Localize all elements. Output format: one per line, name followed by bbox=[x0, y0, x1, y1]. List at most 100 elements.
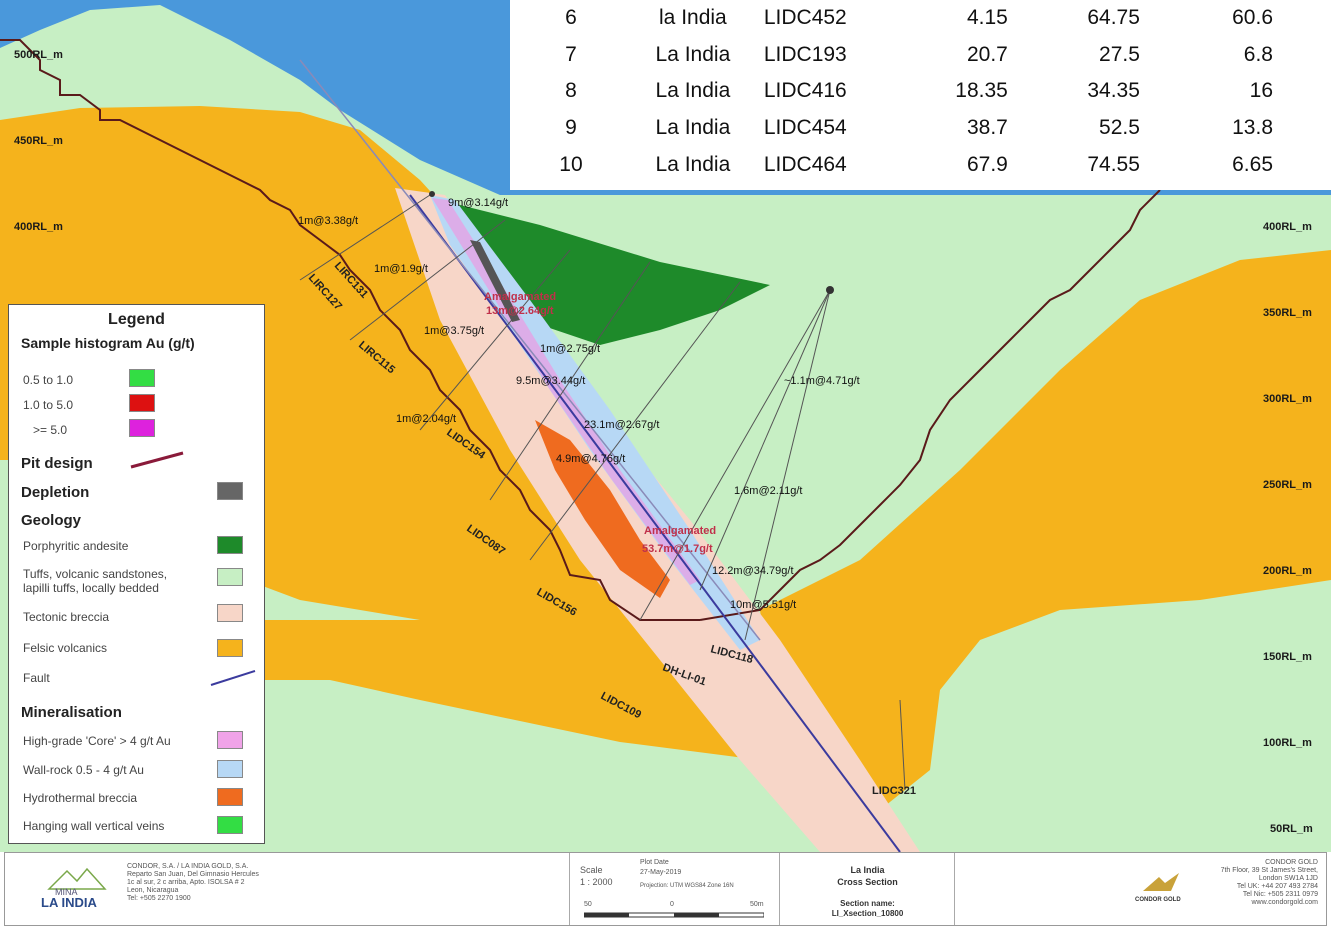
geology-title: Geology bbox=[21, 512, 82, 529]
scale-bar-icon bbox=[584, 912, 764, 918]
intercept-label: 1m@3.75g/t bbox=[424, 325, 484, 337]
depletion-label: Depletion bbox=[21, 484, 90, 501]
table-cell: 10 bbox=[559, 152, 583, 176]
rl-label-right: 250RL_m bbox=[1263, 479, 1312, 491]
amalgamated-label: Amalgamated bbox=[484, 291, 556, 303]
histogram-label: 0.5 to 1.0 bbox=[23, 373, 74, 387]
table-cell: 52.5 bbox=[1099, 116, 1140, 140]
felsic-volcanics-lower-left bbox=[260, 620, 760, 760]
company-address: CONDOR, S.A. / LA INDIA GOLD, S.A. Repar… bbox=[127, 863, 259, 902]
section-title-1: La India bbox=[850, 865, 885, 875]
mineral-label: Hanging wall vertical veins bbox=[23, 819, 165, 833]
table-cell: 6.65 bbox=[1232, 152, 1273, 176]
scale-tick: 50m bbox=[750, 901, 764, 908]
table-cell: 8 bbox=[565, 79, 577, 103]
plot-date: 27-May-2019 bbox=[640, 869, 682, 876]
projection: Projection: UTM WGS84 Zone 16N bbox=[640, 883, 734, 889]
section-cell: La India Cross Section Section name: LI_… bbox=[780, 853, 955, 925]
plot-date-label: Plot Date bbox=[640, 859, 669, 866]
drill-holes bbox=[299, 194, 906, 791]
mina-logo-icon bbox=[47, 867, 107, 890]
intercept-label: 10m@5.51g/t bbox=[730, 599, 796, 611]
mineral-label: Wall-rock 0.5 - 4 g/t Au bbox=[23, 763, 144, 777]
table-cell: 20.7 bbox=[966, 42, 1008, 66]
table-cell: 34.35 bbox=[1087, 79, 1140, 103]
table-row: 10 La India LIDC464 67.9 74.55 6.65 bbox=[510, 146, 1331, 183]
histogram-label: >= 5.0 bbox=[33, 423, 68, 437]
title-block: MINA LA INDIA CONDOR, S.A. / LA INDIA GO… bbox=[4, 852, 1327, 926]
rl-label-left: 400RL_m bbox=[14, 221, 63, 233]
pit-design-right bbox=[699, 189, 1161, 621]
intercept-label: 4.9m@4.76g/t bbox=[556, 453, 625, 465]
geology-swatch bbox=[217, 604, 243, 622]
geology-swatch bbox=[217, 536, 243, 554]
section-name: LI_Xsection_10800 bbox=[831, 909, 904, 918]
intercept-label: 1m@2.75g/t bbox=[540, 343, 600, 355]
table-cell: 6.8 bbox=[1243, 42, 1273, 66]
table-cell: la India bbox=[659, 6, 727, 30]
table-cell: 74.55 bbox=[1087, 152, 1140, 176]
geology-label: Fault bbox=[23, 671, 50, 685]
table-cell: La India bbox=[655, 152, 731, 176]
pit-design-left bbox=[0, 39, 700, 621]
collar bbox=[429, 191, 435, 197]
collar bbox=[826, 286, 834, 294]
rl-label-right: 100RL_m bbox=[1263, 737, 1312, 749]
intercept-label: 9.5m@3.44g/t bbox=[516, 375, 585, 387]
rl-label-left: 500RL_m bbox=[14, 49, 63, 61]
table-cell: La India bbox=[655, 42, 731, 66]
pit-design-symbol bbox=[130, 451, 184, 469]
geology-label: Felsic volcanics bbox=[23, 641, 108, 655]
table-cell: 13.8 bbox=[1232, 116, 1273, 140]
amalgamated-label: 53.7m@1.7g/t bbox=[642, 543, 713, 555]
intercept-label: 1.6m@2.11g/t bbox=[734, 485, 802, 497]
histogram-swatch bbox=[129, 369, 155, 387]
table-cell: 9 bbox=[565, 116, 577, 140]
scale-tick: 50 bbox=[584, 901, 592, 908]
table-cell: La India bbox=[655, 79, 731, 103]
histogram-label: 1.0 to 5.0 bbox=[23, 398, 74, 412]
mineralisation-title: Mineralisation bbox=[21, 704, 122, 721]
rl-label-right: 300RL_m bbox=[1263, 393, 1312, 405]
table-cell: LIDC193 bbox=[763, 42, 847, 66]
scale-tick: 0 bbox=[670, 901, 674, 908]
intercept-label: 1m@3.38g/t bbox=[298, 215, 358, 227]
rl-label-right: 50RL_m bbox=[1270, 823, 1313, 835]
fault-symbol bbox=[210, 670, 256, 686]
table-cell: LIDC454 bbox=[763, 116, 847, 140]
mineral-swatch bbox=[217, 816, 243, 834]
contact-address: CONDOR GOLD 7th Floor, 39 St James's Str… bbox=[1220, 859, 1318, 906]
depletion-swatch bbox=[217, 482, 243, 500]
table-cell: 4.15 bbox=[966, 6, 1008, 30]
table-cell: 7 bbox=[565, 42, 577, 66]
table-cell: LIDC452 bbox=[763, 6, 847, 30]
table-cell: La India bbox=[655, 116, 731, 140]
histogram-swatch bbox=[129, 394, 155, 412]
contact-cell: CONDOR GOLD CONDOR GOLD 7th Floor, 39 St… bbox=[955, 853, 1326, 925]
section-name-label: Section name: bbox=[840, 899, 895, 908]
table-cell: 64.75 bbox=[1087, 6, 1140, 30]
intercept-label: 1m@1.9g/t bbox=[374, 263, 428, 275]
amalgamated-label: 13m@2.64g/t bbox=[486, 305, 554, 317]
table-cell: 16 bbox=[1249, 79, 1273, 103]
legend: Legend Sample histogram Au (g/t) 0.5 to … bbox=[8, 304, 265, 844]
amalgamated-label: Amalgamated bbox=[644, 525, 716, 537]
rl-label-right: 200RL_m bbox=[1263, 565, 1312, 577]
felsic-volcanics-right bbox=[760, 250, 1331, 810]
pit-design-label: Pit design bbox=[21, 455, 93, 472]
condor-logo-icon bbox=[1143, 873, 1179, 891]
geology-label: Porphyritic andesite bbox=[23, 539, 129, 553]
logo-text-2: LA INDIA bbox=[41, 895, 97, 910]
geology-label: Tectonic breccia bbox=[23, 610, 110, 624]
company-cell: MINA LA INDIA CONDOR, S.A. / LA INDIA GO… bbox=[5, 853, 570, 925]
histogram-swatch bbox=[129, 419, 155, 437]
rl-label-left: 450RL_m bbox=[14, 135, 63, 147]
rl-label-right: 400RL_m bbox=[1263, 221, 1312, 233]
table-cell: LIDC464 bbox=[763, 152, 847, 176]
table-cell: 67.9 bbox=[966, 152, 1008, 176]
scale-label: Scale bbox=[580, 865, 603, 875]
intercept-label: 23.1m@2.67g/t bbox=[584, 419, 659, 431]
